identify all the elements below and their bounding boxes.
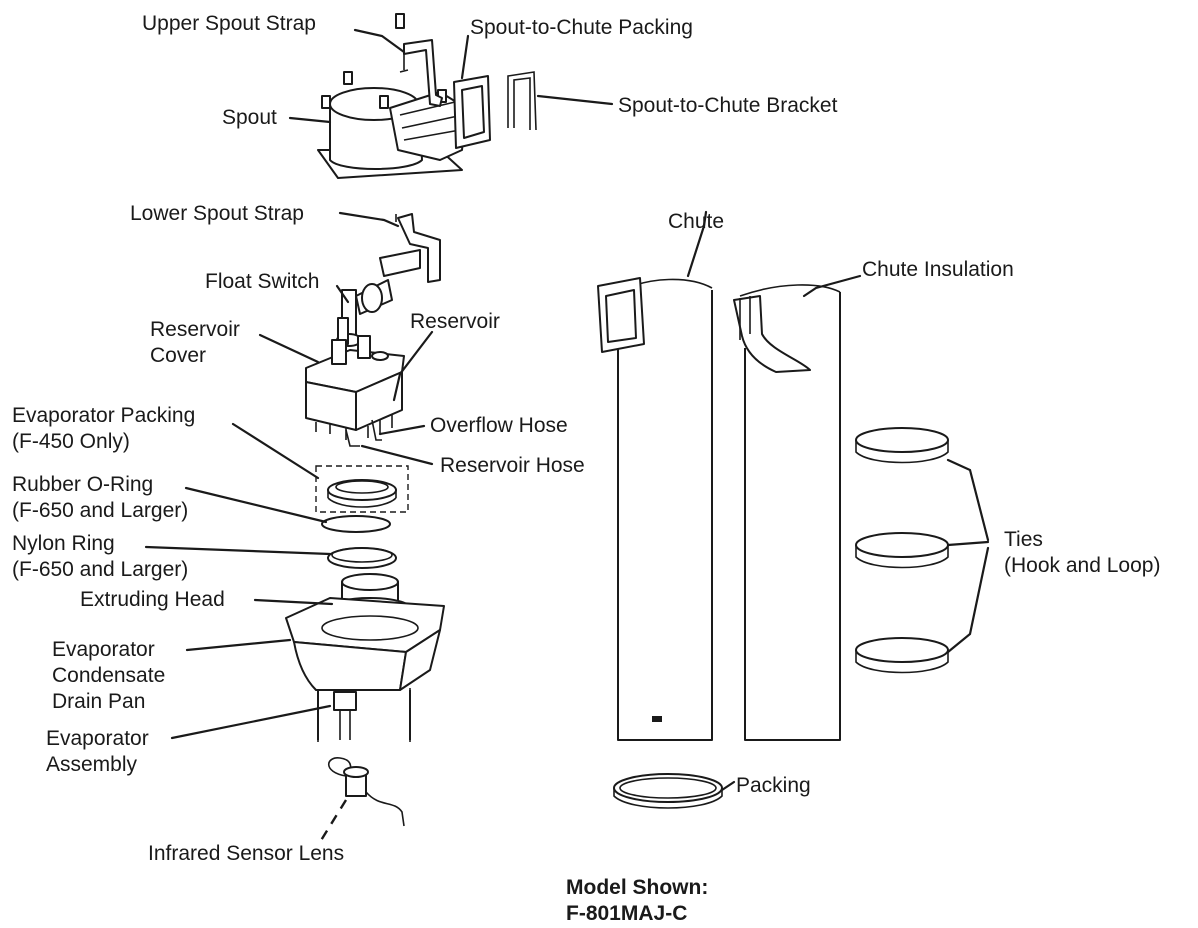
label-chute-insulation: Chute Insulation xyxy=(862,258,1014,281)
label-upper-spout-strap: Upper Spout Strap xyxy=(142,12,316,35)
label-evaporator-packing: Evaporator Packing xyxy=(12,404,195,427)
infrared-sensor-part xyxy=(318,757,405,843)
leader-lines xyxy=(144,28,990,792)
spout-to-chute-bracket-part xyxy=(507,71,537,131)
label-evaporator-packing-2: (F-450 Only) xyxy=(12,430,130,453)
evaporator-assembly-part xyxy=(317,688,411,742)
spout-to-chute-packing-part xyxy=(453,75,491,149)
label-reservoir: Reservoir xyxy=(410,310,500,333)
label-drain-pan: Evaporator xyxy=(52,638,155,661)
upper-spout-strap-part xyxy=(399,39,443,107)
label-extruding-head: Extruding Head xyxy=(80,588,225,611)
tie-band-bottom xyxy=(855,637,949,674)
label-packing: Packing xyxy=(736,774,811,797)
label-rubber-o-ring: Rubber O-Ring xyxy=(12,473,153,496)
rubber-o-ring-part xyxy=(321,515,391,533)
label-spout-to-chute-bracket: Spout-to-Chute Bracket xyxy=(618,94,838,117)
drain-pan-part xyxy=(285,597,445,691)
overflow-hose-part xyxy=(371,419,382,441)
label-infrared-sensor-lens: Infrared Sensor Lens xyxy=(148,842,344,865)
label-overflow-hose: Overflow Hose xyxy=(430,414,568,437)
label-evaporator-assembly: Evaporator xyxy=(46,727,149,750)
label-ties-2: (Hook and Loop) xyxy=(1004,554,1160,577)
label-spout-to-chute-packing: Spout-to-Chute Packing xyxy=(470,16,693,39)
packing-part xyxy=(613,773,723,809)
label-drain-pan-2: Condensate xyxy=(52,664,165,687)
label-reservoir-cover: Reservoir xyxy=(150,318,240,341)
tie-band-top xyxy=(855,427,949,464)
label-spout: Spout xyxy=(222,106,277,129)
chute-part xyxy=(597,277,713,741)
reservoir-part xyxy=(305,335,405,440)
label-ties: Ties xyxy=(1004,528,1043,551)
label-nylon-ring-2: (F-650 and Larger) xyxy=(12,558,188,581)
label-reservoir-cover-2: Cover xyxy=(150,344,206,367)
label-rubber-o-ring-2: (F-650 and Larger) xyxy=(12,499,188,522)
label-float-switch: Float Switch xyxy=(205,270,319,293)
spout-part xyxy=(317,13,467,179)
nylon-ring-part xyxy=(327,547,397,569)
evaporator-packing-part xyxy=(315,465,409,513)
label-drain-pan-3: Drain Pan xyxy=(52,690,145,713)
label-nylon-ring: Nylon Ring xyxy=(12,532,115,555)
label-reservoir-hose: Reservoir Hose xyxy=(440,454,585,477)
lower-spout-strap-part xyxy=(379,213,441,283)
model-shown-label: Model Shown: xyxy=(566,876,708,899)
chute-insulation-part xyxy=(733,284,841,741)
reservoir-hose-part xyxy=(345,429,360,447)
model-number: F-801MAJ-C xyxy=(566,902,687,925)
label-lower-spout-strap: Lower Spout Strap xyxy=(130,202,304,225)
label-chute: Chute xyxy=(668,210,724,233)
tie-band-middle xyxy=(855,532,949,569)
label-evaporator-assembly-2: Assembly xyxy=(46,753,138,776)
